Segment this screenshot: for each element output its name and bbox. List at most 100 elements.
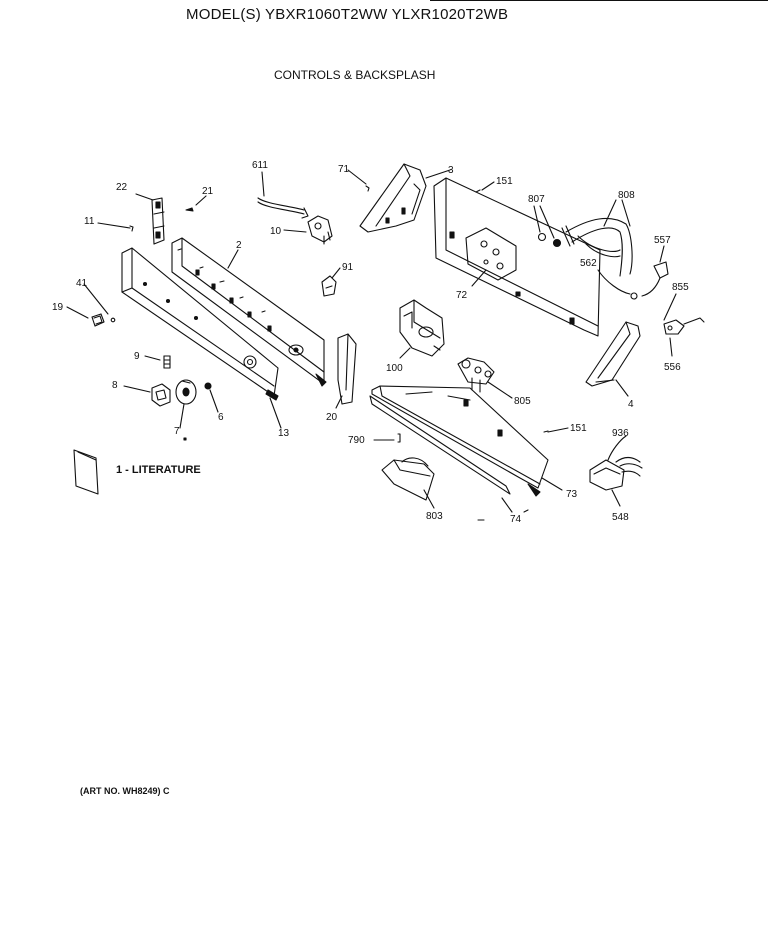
callout-labels: 611 71 3 151 807 808 22 21 11 10 2 557 5… xyxy=(52,160,689,525)
part-harness-936 xyxy=(607,435,643,477)
leader-73 xyxy=(541,477,563,491)
leader-9 xyxy=(144,355,161,361)
callout-790: 790 xyxy=(348,435,365,446)
part-control-panel-13 xyxy=(121,247,279,401)
callout-807: 807 xyxy=(528,194,545,205)
part-trim-20 xyxy=(337,333,357,405)
leader-556 xyxy=(669,337,673,357)
callout-2: 2 xyxy=(236,240,242,251)
callout-74: 74 xyxy=(510,514,522,525)
callout-13: 13 xyxy=(278,428,290,439)
part-790 xyxy=(397,433,401,443)
callout-562: 562 xyxy=(580,258,597,269)
leader-10 xyxy=(283,229,307,233)
leader-100 xyxy=(399,347,411,359)
callout-8: 8 xyxy=(112,380,118,391)
part-screw-151a xyxy=(475,189,481,193)
leader-808 xyxy=(603,199,631,227)
leader-3 xyxy=(425,169,451,179)
leader-7 xyxy=(179,403,185,429)
leader-41 xyxy=(83,283,109,315)
part-spring-9 xyxy=(163,355,171,369)
part-rings-807 xyxy=(537,232,562,248)
leader-548 xyxy=(611,489,621,507)
callout-9: 9 xyxy=(134,351,140,362)
leader-91 xyxy=(331,267,341,279)
leader-72 xyxy=(471,269,487,287)
header-rule xyxy=(430,0,768,1)
leader-2 xyxy=(227,249,239,269)
part-bracket-22 xyxy=(151,197,165,245)
leader-21 xyxy=(195,195,207,206)
callout-73: 73 xyxy=(566,489,578,500)
callout-611: 611 xyxy=(252,160,268,171)
part-switch-10 xyxy=(307,215,333,245)
callout-3: 3 xyxy=(448,165,454,176)
part-backsplash-72 xyxy=(433,177,601,337)
part-lower-panel-73 xyxy=(371,385,549,497)
part-sensor-556 xyxy=(663,317,705,335)
leader-611 xyxy=(261,171,265,197)
leader-557 xyxy=(659,245,665,263)
literature-booklet-icon xyxy=(73,449,99,495)
callout-151-top: 151 xyxy=(496,176,513,187)
leader-8 xyxy=(123,385,151,393)
mark-7 xyxy=(183,437,187,441)
callout-10: 10 xyxy=(270,226,282,237)
callout-7: 7 xyxy=(174,426,180,437)
part-bracket-803 xyxy=(381,457,435,501)
leader-855 xyxy=(663,293,677,321)
callout-556: 556 xyxy=(664,362,681,373)
part-91 xyxy=(321,275,337,297)
callout-11: 11 xyxy=(84,216,95,227)
leader-4 xyxy=(615,379,629,397)
part-endcap-3 xyxy=(359,163,427,233)
leader-803 xyxy=(423,489,435,509)
callout-100: 100 xyxy=(386,363,403,374)
callout-855: 855 xyxy=(672,282,689,293)
part-dial-7 xyxy=(175,379,197,405)
page-title: MODEL(S) YBXR1060T2WW YLXR1020T2WB xyxy=(186,6,509,23)
leader-151a xyxy=(481,181,495,191)
callout-557: 557 xyxy=(654,235,671,246)
leader-19 xyxy=(66,306,89,319)
part-screw-71 xyxy=(365,185,370,192)
callout-21: 21 xyxy=(202,186,214,197)
part-endcap-4 xyxy=(585,321,641,387)
part-valve-557 xyxy=(641,261,669,297)
leader-805 xyxy=(487,381,513,399)
leader-13 xyxy=(269,397,282,429)
callout-91: 91 xyxy=(342,262,354,273)
callout-72: 72 xyxy=(456,290,468,301)
callout-151-bottom: 151 xyxy=(570,423,587,434)
part-41 xyxy=(110,317,116,323)
leader-6 xyxy=(209,389,219,413)
part-inner-panel-2 xyxy=(171,237,327,387)
callout-20: 20 xyxy=(326,412,338,423)
callout-19: 19 xyxy=(52,302,64,313)
callout-803: 803 xyxy=(426,511,443,522)
part-connector-548 xyxy=(589,459,625,491)
part-motor-100 xyxy=(399,299,445,357)
part-6 xyxy=(204,382,212,390)
callout-805: 805 xyxy=(514,396,531,407)
marks-74 xyxy=(477,509,529,521)
part-hose-808 xyxy=(561,217,633,277)
leader-22 xyxy=(135,193,154,201)
part-562 xyxy=(630,292,638,300)
callout-808: 808 xyxy=(618,190,635,201)
leader-11 xyxy=(97,222,131,229)
callout-6: 6 xyxy=(218,412,224,423)
leader-151b xyxy=(547,427,569,433)
leader-20 xyxy=(335,395,343,409)
callout-936: 936 xyxy=(612,428,629,439)
leader-807 xyxy=(533,205,555,239)
callout-548: 548 xyxy=(612,512,629,523)
part-knob-8 xyxy=(151,383,171,407)
leader-71 xyxy=(347,169,367,185)
callout-4: 4 xyxy=(628,399,634,410)
leader-74 xyxy=(501,497,513,513)
part-knob-19 xyxy=(91,313,105,327)
part-clip-21 xyxy=(185,207,194,212)
